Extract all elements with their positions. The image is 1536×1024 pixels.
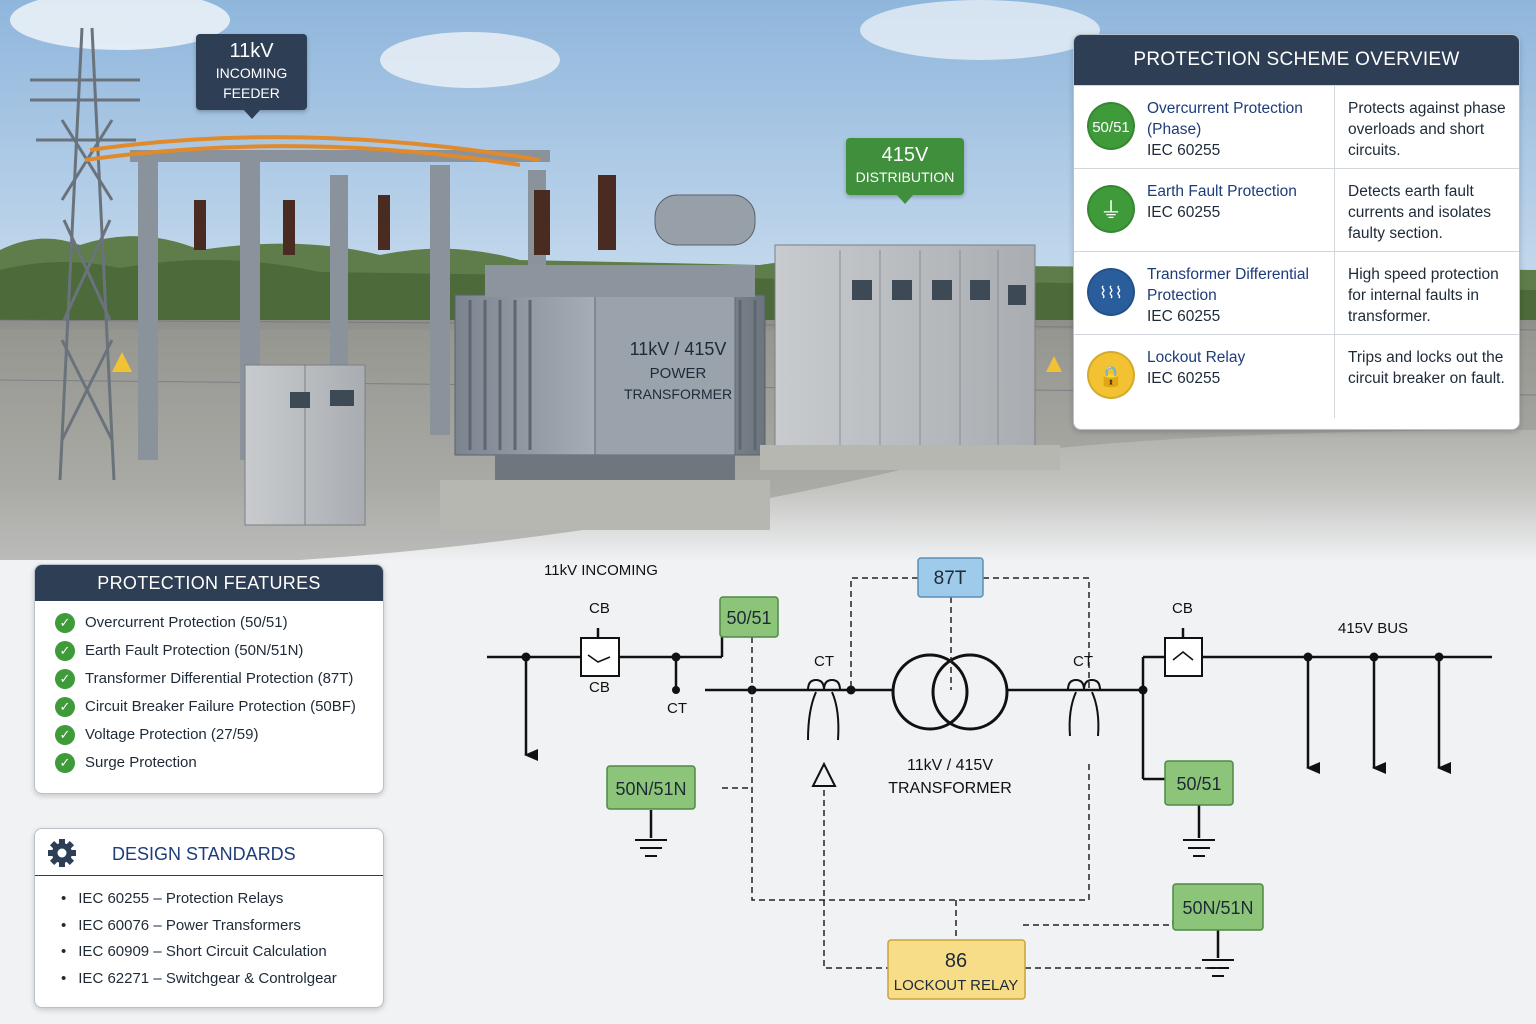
cb-label: CB: [589, 679, 610, 696]
earth-icon: ⏚: [1087, 185, 1135, 233]
ct-label: CT: [667, 700, 687, 717]
overview-description: Protects against phase overloads and sho…: [1334, 86, 1506, 169]
feature-item: ✓ Surge Protection: [35, 749, 383, 777]
overview-name: Transformer Differential Protection: [1147, 266, 1309, 304]
overview-description: Trips and locks out the circuit breaker …: [1334, 335, 1506, 418]
lockout-relay-number: 86: [945, 950, 967, 972]
transformer-label-line1: 11kV / 415V: [630, 339, 727, 359]
check-icon: ✓: [55, 725, 75, 746]
distribution-callout-label: DISTRIBUTION: [855, 169, 955, 185]
overview-description: High speed protection for internal fault…: [1334, 252, 1506, 335]
transformer-primary-winding: [891, 653, 969, 731]
overcurrent-icon: 50/51: [1087, 102, 1135, 150]
delta-symbol: [811, 761, 837, 787]
protection-features-panel: PROTECTION FEATURES ✓ Overcurrent Protect…: [34, 564, 384, 794]
design-standards-panel: DESIGN STANDARDS IEC 60255 – Protection …: [34, 828, 384, 1008]
relay-50-51-lv-label: 50/51: [1176, 774, 1221, 794]
relay-50n-51n-hv-label: 50N/51N: [615, 779, 686, 799]
overview-description: Detects earth fault currents and isolate…: [1334, 169, 1506, 252]
gear-icon: [48, 839, 76, 867]
feature-item: ✓ Overcurrent Protection (50/51): [35, 609, 383, 637]
protection-overview-panel: PROTECTION SCHEME OVERVIEW 50/51 Overcur…: [1073, 34, 1520, 430]
ct-label: CT: [1073, 653, 1093, 670]
feeder-callout-line2: INCOMING: [215, 65, 288, 81]
lockout-relay-86: 86 LOCKOUT RELAY: [887, 939, 1026, 1000]
cb-label: CB: [1172, 600, 1193, 617]
check-icon: ✓: [55, 669, 75, 690]
feature-item: ✓ Circuit Breaker Failure Protection (50B…: [35, 693, 383, 721]
signal-wiring: [722, 577, 1218, 969]
standard-item: IEC 60255 – Protection Relays: [61, 886, 383, 913]
relay-50-51-lv: 50/51: [1164, 760, 1234, 806]
relay-87t-label: 87T: [934, 568, 967, 589]
standard-item: IEC 62271 – Switchgear & Controlgear: [61, 966, 383, 993]
feature-item: ✓ Voltage Protection (27/59): [35, 721, 383, 749]
earth-icon: [1202, 959, 1234, 977]
check-icon: ✓: [55, 753, 75, 774]
diagram-transformer-rating: 11kV / 415V: [907, 757, 993, 774]
cb-label: CB: [589, 600, 610, 617]
overview-name: Overcurrent Protection (Phase): [1147, 100, 1303, 138]
check-icon: ✓: [55, 641, 75, 662]
features-list: ✓ Overcurrent Protection (50/51) ✓ Earth F…: [35, 601, 383, 777]
overview-standard: IEC 60255: [1147, 142, 1221, 159]
overview-standard: IEC 60255: [1147, 204, 1221, 221]
earth-icon: [635, 839, 667, 857]
standards-title: DESIGN STANDARDS: [112, 844, 296, 864]
overview-name: Lockout Relay: [1147, 349, 1246, 366]
check-icon: ✓: [55, 697, 75, 718]
standard-item: IEC 60076 – Power Transformers: [61, 913, 383, 940]
transformer-secondary-winding: [931, 653, 1009, 731]
incoming-feeder-callout: 11kV INCOMING FEEDER: [196, 34, 307, 119]
feature-item: ✓ Transformer Differential Protection (87…: [35, 665, 383, 693]
differential-icon: ⌇⌇⌇: [1087, 268, 1135, 316]
feature-label: Overcurrent Protection (50/51): [85, 614, 288, 631]
feeder-callout-line3: FEEDER: [223, 85, 280, 101]
feature-label: Transformer Differential Protection (87T…: [85, 670, 354, 687]
overview-standard: IEC 60255: [1147, 308, 1221, 325]
standard-item: IEC 60909 – Short Circuit Calculation: [61, 939, 383, 966]
feature-label: Surge Protection: [85, 754, 197, 771]
lockout-relay-label: LOCKOUT RELAY: [894, 977, 1018, 994]
overview-row-overcurrent: 50/51 Overcurrent Protection (Phase) IEC …: [1074, 85, 1519, 169]
circuit-breaker-415v: [1164, 637, 1203, 677]
overview-name: Earth Fault Protection: [1147, 183, 1297, 200]
distribution-callout: 415V DISTRIBUTION: [846, 138, 964, 204]
relay-50n-51n-lv: 50N/51N: [1172, 883, 1264, 931]
relay-50n-51n-lv-label: 50N/51N: [1182, 898, 1253, 918]
overview-title: PROTECTION SCHEME OVERVIEW: [1074, 35, 1519, 85]
feature-label: Earth Fault Protection (50N/51N): [85, 642, 304, 659]
relay-50-51-hv-label: 50/51: [726, 608, 771, 628]
transformer-label-line3: TRANSFORMER: [624, 386, 732, 402]
bus-label: 415V BUS: [1338, 620, 1408, 637]
standards-list: IEC 60255 – Protection Relays IEC 60076 …: [35, 876, 383, 992]
relay-50n-51n-hv: 50N/51N: [606, 765, 696, 810]
distribution-callout-voltage: 415V: [881, 144, 929, 166]
feature-label: Voltage Protection (27/59): [85, 726, 259, 743]
check-icon: ✓: [55, 613, 75, 634]
feeder-callout-voltage: 11kV: [229, 40, 274, 62]
relay-50-51-hv: 50/51: [719, 596, 779, 638]
circuit-breaker-11kv: [580, 637, 620, 677]
relay-87t: 87T: [917, 557, 984, 598]
ct-label: CT: [814, 653, 834, 670]
lock-icon: 🔒: [1087, 351, 1135, 399]
diagram-transformer-label: TRANSFORMER: [888, 780, 1012, 797]
current-transformer-hv: [807, 678, 841, 741]
feature-item: ✓ Earth Fault Protection (50N/51N): [35, 637, 383, 665]
transformer-label-line2: POWER: [650, 365, 707, 382]
earth-icon: [1183, 839, 1215, 857]
current-transformer-lv: [1067, 678, 1101, 737]
feature-label: Circuit Breaker Failure Protection (50BF…: [85, 698, 356, 715]
overview-standard: IEC 60255: [1147, 370, 1221, 387]
features-title: PROTECTION FEATURES: [35, 565, 383, 601]
incoming-label: 11kV INCOMING: [544, 562, 658, 579]
